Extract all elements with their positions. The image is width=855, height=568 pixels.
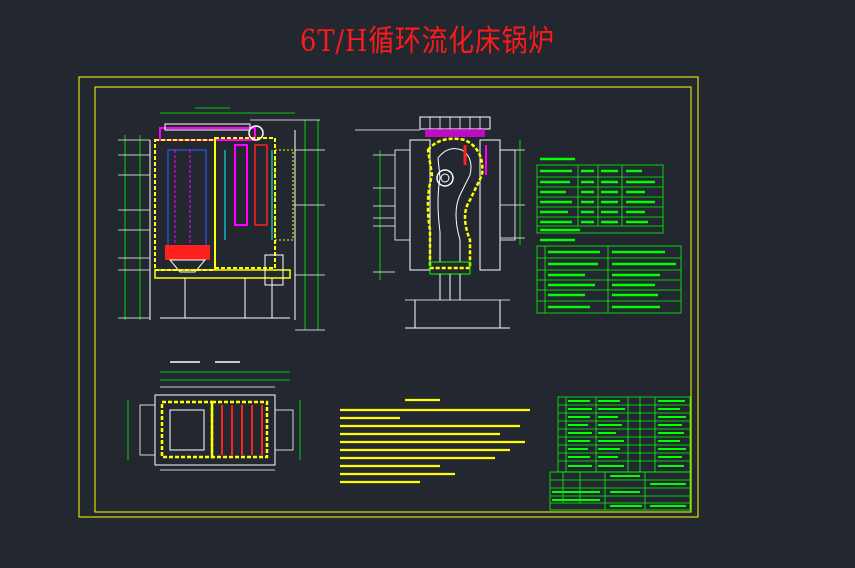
main-parameter-table-text bbox=[540, 157, 655, 232]
drawing-title: 6T/H循环流化床锅炉 bbox=[300, 24, 555, 59]
design-data-table-text bbox=[540, 238, 676, 309]
main-parameter-table bbox=[536, 164, 664, 234]
plan-view bbox=[127, 361, 301, 471]
parts-list-text bbox=[568, 400, 686, 467]
parts-list-table bbox=[557, 396, 691, 473]
technical-notes bbox=[340, 398, 530, 484]
title-block-text bbox=[552, 475, 686, 507]
side-elevation-view bbox=[355, 116, 525, 329]
front-elevation-view bbox=[118, 107, 325, 331]
design-data-table bbox=[536, 245, 682, 314]
inner-frame bbox=[94, 86, 692, 513]
title-block bbox=[549, 471, 691, 511]
outer-frame bbox=[78, 76, 699, 518]
